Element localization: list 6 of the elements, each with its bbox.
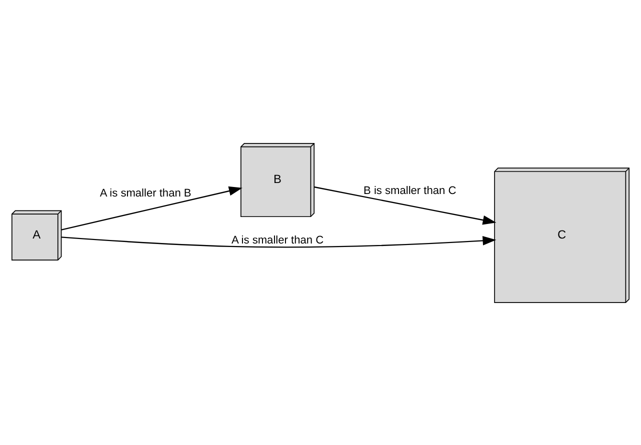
- edge-label: A is smaller than C: [231, 234, 324, 246]
- arrow: [314, 186, 496, 224]
- edge-label: B is smaller than C: [364, 184, 456, 196]
- arrow: [61, 186, 242, 230]
- edge-label: A is smaller than B: [100, 187, 192, 200]
- arrow: [61, 236, 496, 248]
